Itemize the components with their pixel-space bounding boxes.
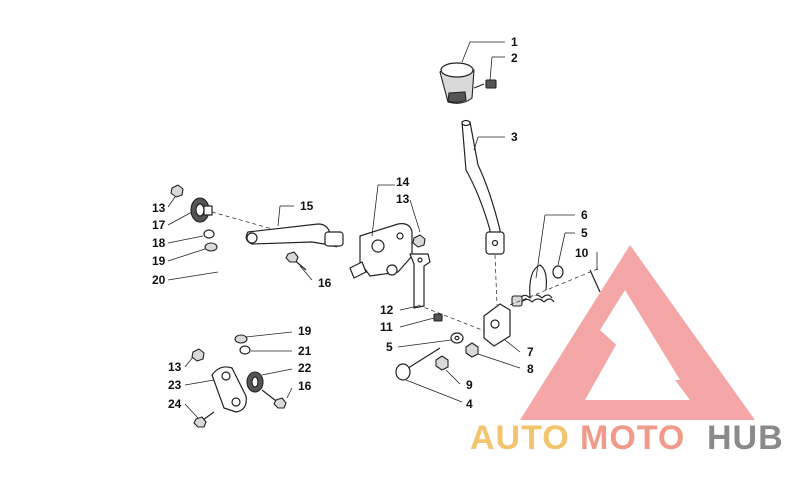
shift-lever [461,119,505,255]
callout-5-upper: 5 [581,226,588,240]
pivot-block-7 [483,303,511,347]
plate-12 [409,253,431,309]
pin-4 [395,347,441,381]
cotter-pin-10 [589,269,601,293]
callout-8: 8 [527,362,534,376]
callout-7: 7 [527,345,534,359]
bolt-9 [435,355,449,371]
callout-13-upper: 13 [152,201,166,215]
screw-24 [193,411,215,428]
washer-21 [239,345,251,355]
callout-10: 10 [575,246,589,260]
callout-13-bracket: 13 [396,192,410,206]
ball-joint-22 [246,371,264,393]
washer-18 [203,229,215,239]
callout-3: 3 [511,130,518,144]
callout-18: 18 [152,236,166,250]
washer-5-lower [450,332,464,344]
nut-19-upper [204,242,218,252]
watermark-auto: AUTO [470,419,570,457]
callout-17: 17 [152,218,166,232]
callout-21: 21 [298,344,312,358]
callout-16-lower: 16 [298,379,312,393]
bolt-16-lower [261,389,287,409]
bracket-14 [349,223,413,279]
callout-15: 15 [300,199,314,213]
rod-20 [210,257,240,331]
callout-4: 4 [466,397,473,411]
nut-8 [465,342,479,358]
callouts: 1 2 3 14 13 15 6 5 10 13 17 18 19 20 16 … [152,35,598,419]
watermark-hub: HUB [707,419,784,457]
callout-24: 24 [168,397,182,411]
callout-1: 1 [511,35,518,49]
bolt-13-upper [170,184,184,198]
spring-6 [511,264,555,307]
washer-5-upper [552,265,564,279]
knob-screw [473,79,497,89]
callout-11: 11 [380,320,393,334]
callout-13-lower: 13 [168,360,182,374]
callout-5-lower: 5 [386,340,393,354]
callout-22: 22 [298,361,312,375]
nut-13-bracket [412,234,426,248]
callout-14: 14 [396,175,410,189]
watermark-moto: MOTO [580,419,685,457]
callout-20: 20 [152,273,166,287]
callout-16-upper: 16 [318,276,332,290]
bolt-13-lower [191,348,205,362]
watermark-text: AUTO MOTO HUB [470,419,784,457]
callout-9: 9 [466,378,473,392]
callout-12: 12 [380,303,394,317]
callout-19-lower: 19 [298,324,312,338]
callout-2: 2 [511,51,518,65]
shift-arm-15 [245,223,344,247]
watermark-logo [520,245,755,420]
shift-knob [439,62,475,104]
callout-23: 23 [168,378,182,392]
ball-joint-17 [190,197,213,223]
callout-19-upper: 19 [152,254,166,268]
bolt-16-upper [285,251,307,271]
callout-6: 6 [581,208,588,222]
lever-23 [211,366,247,413]
nut-19-lower [234,334,248,344]
screw-11 [433,313,443,322]
